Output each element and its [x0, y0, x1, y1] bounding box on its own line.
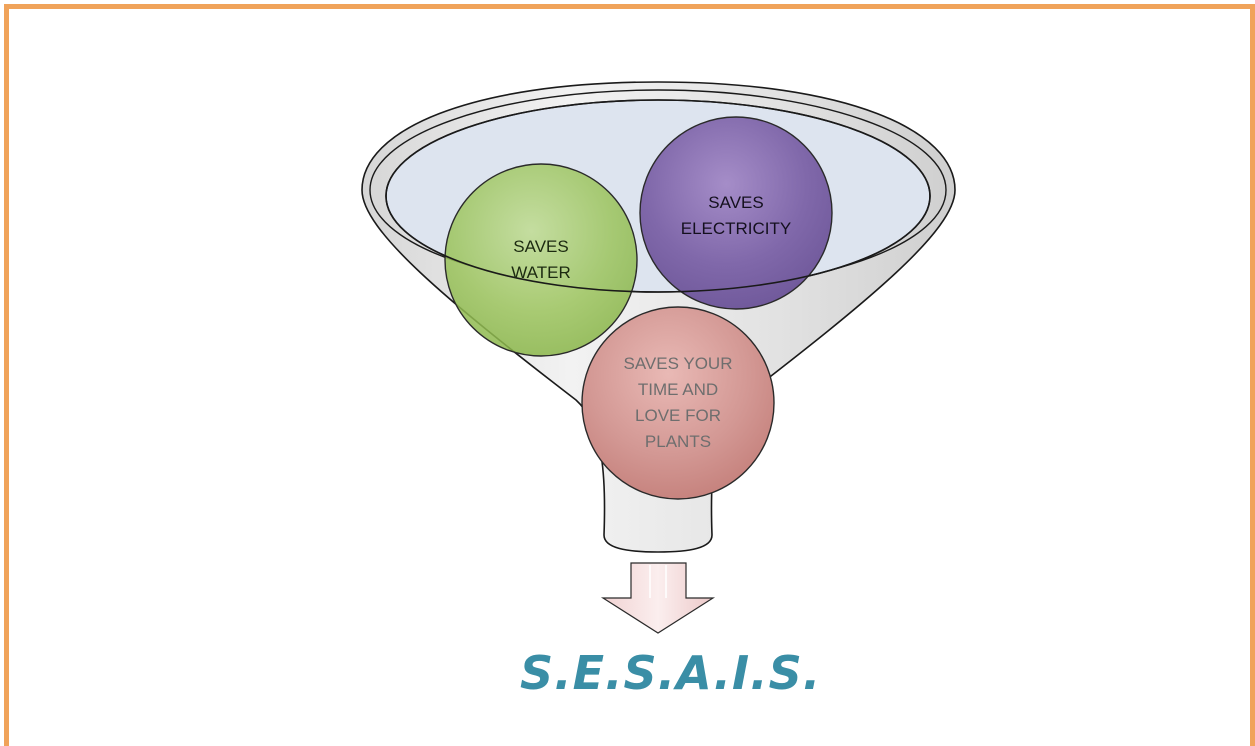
circle-water — [444, 163, 638, 357]
label-water: SAVES WATER — [511, 237, 571, 282]
circle-electricity — [639, 116, 833, 310]
output-brand-text: S.E.S.A.I.S. — [520, 646, 822, 700]
circle-time — [581, 306, 775, 500]
funnel-mouth-outline — [385, 99, 931, 293]
down-arrow — [600, 562, 716, 634]
label-electricity: SAVES ELECTRICITY — [680, 193, 792, 238]
label-time: SAVES YOUR TIME AND LOVE FOR PLANTS — [623, 354, 733, 451]
orange-frame — [4, 4, 1255, 746]
